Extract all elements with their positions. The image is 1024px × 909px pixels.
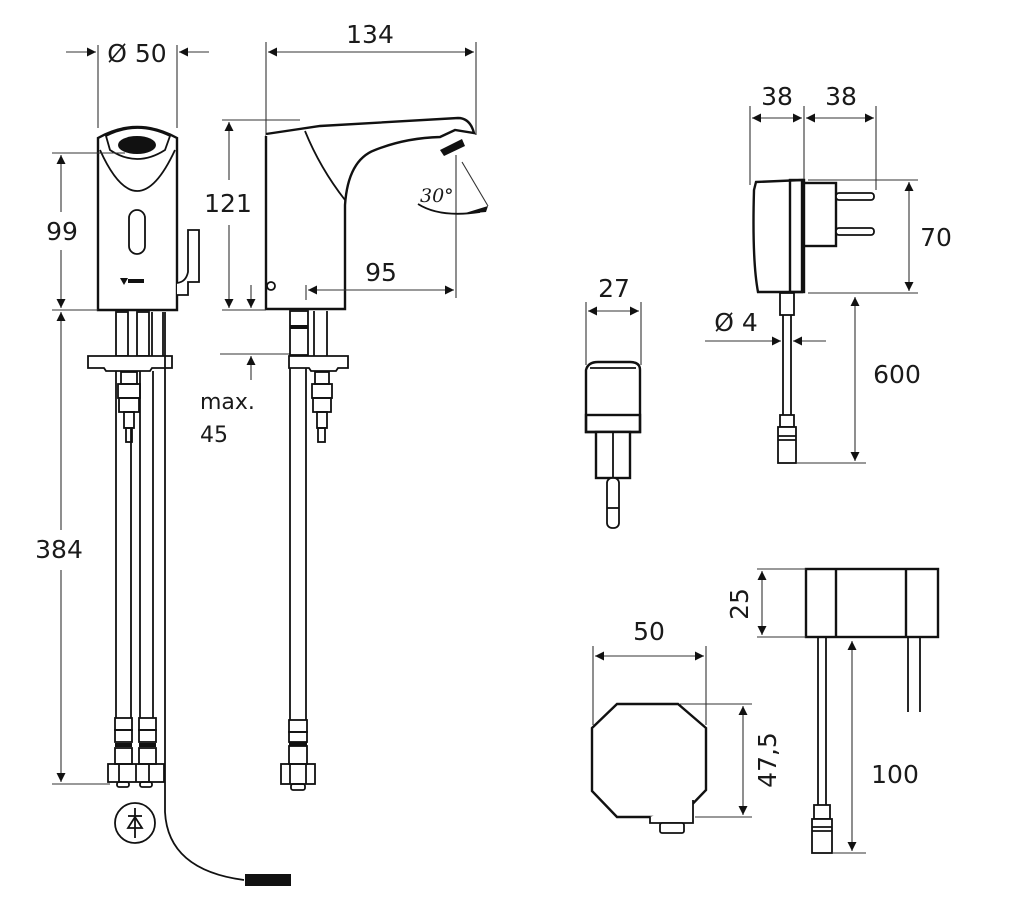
faucet-height-121-label: 121	[204, 189, 252, 218]
box-cable-length-100-label: 100	[871, 760, 919, 789]
faucet-length-134-label: 134	[346, 20, 394, 49]
faucet-front-body	[96, 125, 179, 312]
box-height-25-label: 25	[725, 588, 754, 620]
cable-connector	[245, 874, 291, 886]
psu-width-right-38-label: 38	[825, 82, 857, 111]
hose-length-384-label: 384	[35, 535, 83, 564]
faucet-front-view: Ø 50 99	[35, 39, 291, 886]
faucet-diameter-label: Ø 50	[107, 39, 166, 68]
plug-adapter-small: 27	[584, 274, 642, 529]
faucet-side-view: 134 121 95 30° max. 45	[200, 20, 489, 791]
psu-width-left-38-label: 38	[761, 82, 793, 111]
battery-box-front: 50 47,5	[590, 617, 782, 834]
cable-diameter-4-label: Ø 4	[714, 308, 758, 337]
cable-length-600-label: 600	[873, 360, 921, 389]
mount-max-label: max.	[200, 390, 255, 415]
adapter-width-27-label: 27	[598, 274, 630, 303]
box-height-47-5-label: 47,5	[753, 732, 782, 788]
box-width-50-label: 50	[633, 617, 665, 646]
mount-max-value-label: 45	[200, 423, 228, 448]
battery-box-side: 25 100	[725, 567, 940, 854]
faucet-height-99-label: 99	[46, 217, 78, 246]
psu-height-70-label: 70	[920, 223, 952, 252]
power-supply: 38 38 70 Ø 4 600	[705, 82, 952, 464]
faucet-reach-95-label: 95	[365, 258, 397, 287]
diode-symbol-icon	[114, 802, 156, 844]
angle-30-label: 30°	[420, 185, 454, 207]
